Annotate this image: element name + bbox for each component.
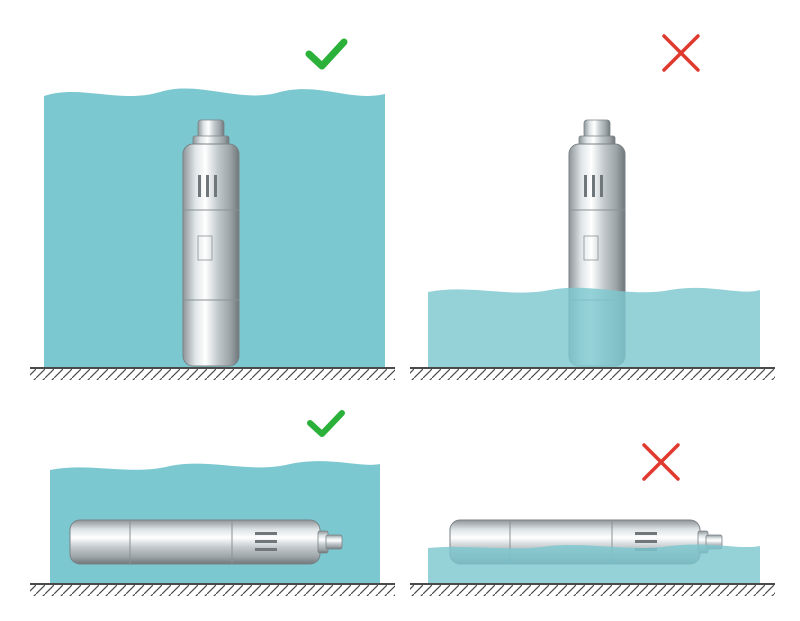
ground-hatch bbox=[30, 584, 395, 596]
panel-vertical-submerged bbox=[30, 38, 395, 380]
water-body bbox=[428, 287, 760, 368]
cross-mark-icon bbox=[662, 34, 700, 72]
cross-mark-icon bbox=[642, 443, 680, 481]
ground-hatch bbox=[30, 368, 395, 380]
panel-horizontal-partial bbox=[410, 443, 775, 596]
check-mark-icon bbox=[307, 410, 345, 437]
pump bbox=[182, 119, 240, 367]
check-mark-icon bbox=[305, 38, 348, 70]
ground-hatch bbox=[410, 584, 775, 596]
panel-vertical-partial bbox=[410, 34, 775, 380]
water-body bbox=[428, 544, 760, 584]
ground-hatch bbox=[410, 368, 775, 380]
panel-horizontal-submerged bbox=[30, 410, 395, 596]
pump bbox=[69, 519, 343, 565]
